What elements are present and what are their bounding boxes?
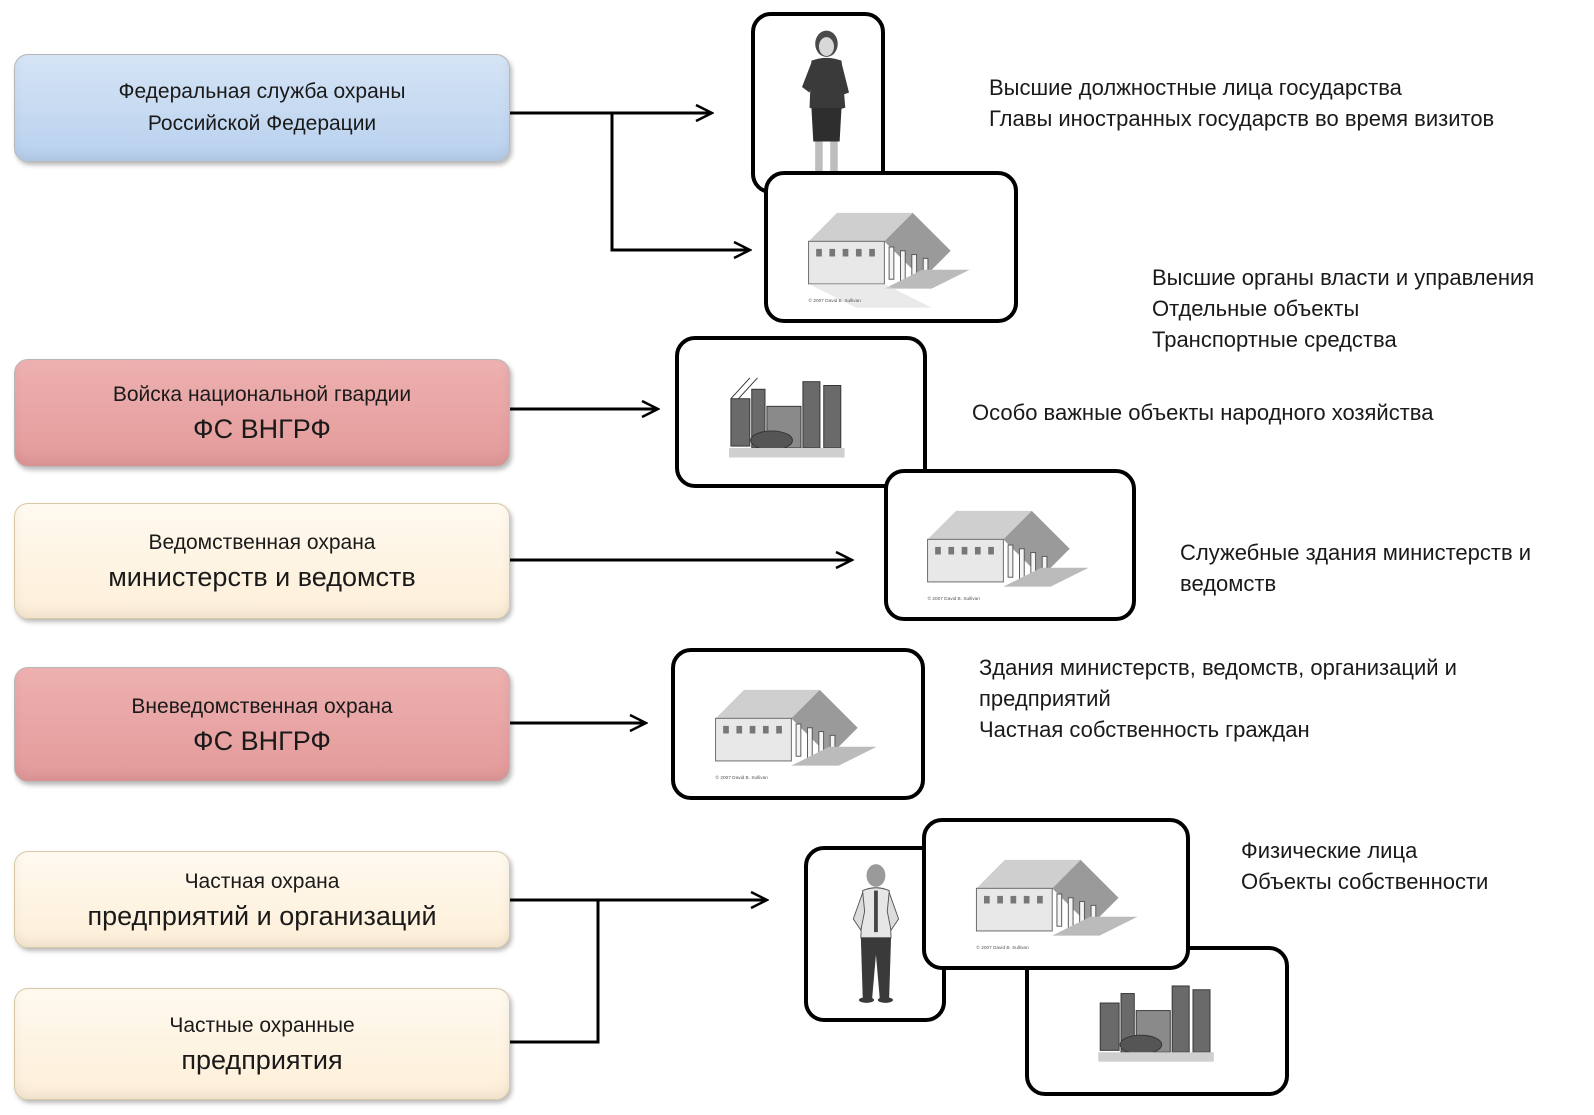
desc-line: Особо важные объекты народного хозяйства (972, 400, 1434, 425)
frame-private-factory (1025, 946, 1289, 1096)
desc-line: предприятий (979, 686, 1111, 711)
box-fso-line1: Федеральная служба охраны (118, 80, 406, 103)
box-nondepartmental-security: Вневедомственная охрана ФС ВНГРФ (14, 667, 510, 782)
box-departmental-line2: министерств и ведомств (108, 562, 416, 592)
desc-line: Главы иностранных государств во время ви… (989, 106, 1495, 131)
desc-line: Транспортные средства (1152, 327, 1397, 352)
box-nondepartmental-line2: ФС ВНГРФ (193, 725, 331, 756)
woman-figure-icon (802, 30, 850, 179)
desc-line: Служебные здания министерств и (1180, 540, 1532, 565)
desc-private: Физические лица Объекты собственности (1241, 835, 1488, 897)
box-agencies-line2: предприятия (181, 1045, 343, 1075)
box-nondepartmental-line1: Вневедомственная охрана (131, 694, 393, 718)
building-caption: © 2007 David B. Sullivan (928, 595, 981, 602)
box-private-line2: предприятий и организаций (87, 900, 437, 931)
classical-building-icon: © 2007 David B. Sullivan (808, 212, 970, 308)
desc-line: Высшие должностные лица государства (989, 75, 1402, 100)
frame-authorities-building: © 2007 David B. Sullivan (764, 171, 1018, 323)
classical-building-icon: © 2007 David B. Sullivan (927, 510, 1089, 602)
box-national-guard: Войска национальной гвардии ФС ВНГРФ (14, 359, 510, 467)
building-caption: © 2007 David B. Sullivan (976, 944, 1029, 951)
desc-line: Физические лица (1241, 838, 1418, 863)
industrial-plant-icon (729, 377, 845, 458)
box-private-line1: Частная охрана (184, 869, 340, 893)
desc-officials: Высшие должностные лица государства Глав… (989, 72, 1494, 134)
desc-line: Объекты собственности (1241, 869, 1489, 894)
connector-agencies (510, 900, 600, 1044)
classical-building-icon: © 2007 David B. Sullivan (715, 689, 877, 781)
desc-authorities: Высшие органы власти и управления Отдель… (1152, 262, 1534, 355)
desc-line: ведомств (1180, 571, 1277, 596)
box-departmental-security: Ведомственная охрана министерств и ведом… (14, 503, 510, 619)
desc-ministries: Служебные здания министерств и ведомств (1180, 537, 1531, 599)
box-fso-line2: Российской Федерации (147, 112, 377, 135)
box-agencies-line1: Частные охранные (169, 1014, 355, 1037)
box-private-security: Частная охрана предприятий и организаций (14, 851, 510, 948)
frame-buildings-building: © 2007 David B. Sullivan (671, 648, 925, 800)
desc-buildings: Здания министерств, ведомств, организаци… (979, 652, 1457, 745)
desc-economy: Особо важные объекты народного хозяйства (972, 397, 1433, 428)
classical-building-icon: © 2007 David B. Sullivan (975, 859, 1138, 951)
box-departmental-line1: Ведомственная охрана (148, 531, 376, 554)
box-guard-line2: ФС ВНГРФ (193, 414, 331, 444)
frame-economy-factory (675, 336, 927, 488)
frame-private-building: © 2007 David B. Sullivan (922, 818, 1190, 970)
desc-line: Высшие органы власти и управления (1152, 265, 1535, 290)
box-federal-protection-service: Федеральная служба охраны Российской Фед… (14, 54, 510, 162)
desc-line: Здания министерств, ведомств, организаци… (979, 655, 1457, 680)
arrow-fso-to-authorities (610, 113, 750, 250)
frame-officials-woman (751, 12, 885, 194)
building-caption: © 2007 David B. Sullivan (809, 297, 862, 304)
box-guard-line1: Войска национальной гвардии (112, 383, 412, 406)
desc-line: Отдельные объекты (1152, 296, 1360, 321)
building-caption: © 2007 David B. Sullivan (716, 774, 769, 781)
desc-line: Частная собственность граждан (979, 717, 1310, 742)
man-figure-icon (852, 864, 900, 1003)
frame-ministries-building: © 2007 David B. Sullivan (884, 469, 1136, 621)
box-private-security-agencies: Частные охранные предприятия (14, 988, 510, 1100)
industrial-plant-icon (1098, 985, 1214, 1062)
